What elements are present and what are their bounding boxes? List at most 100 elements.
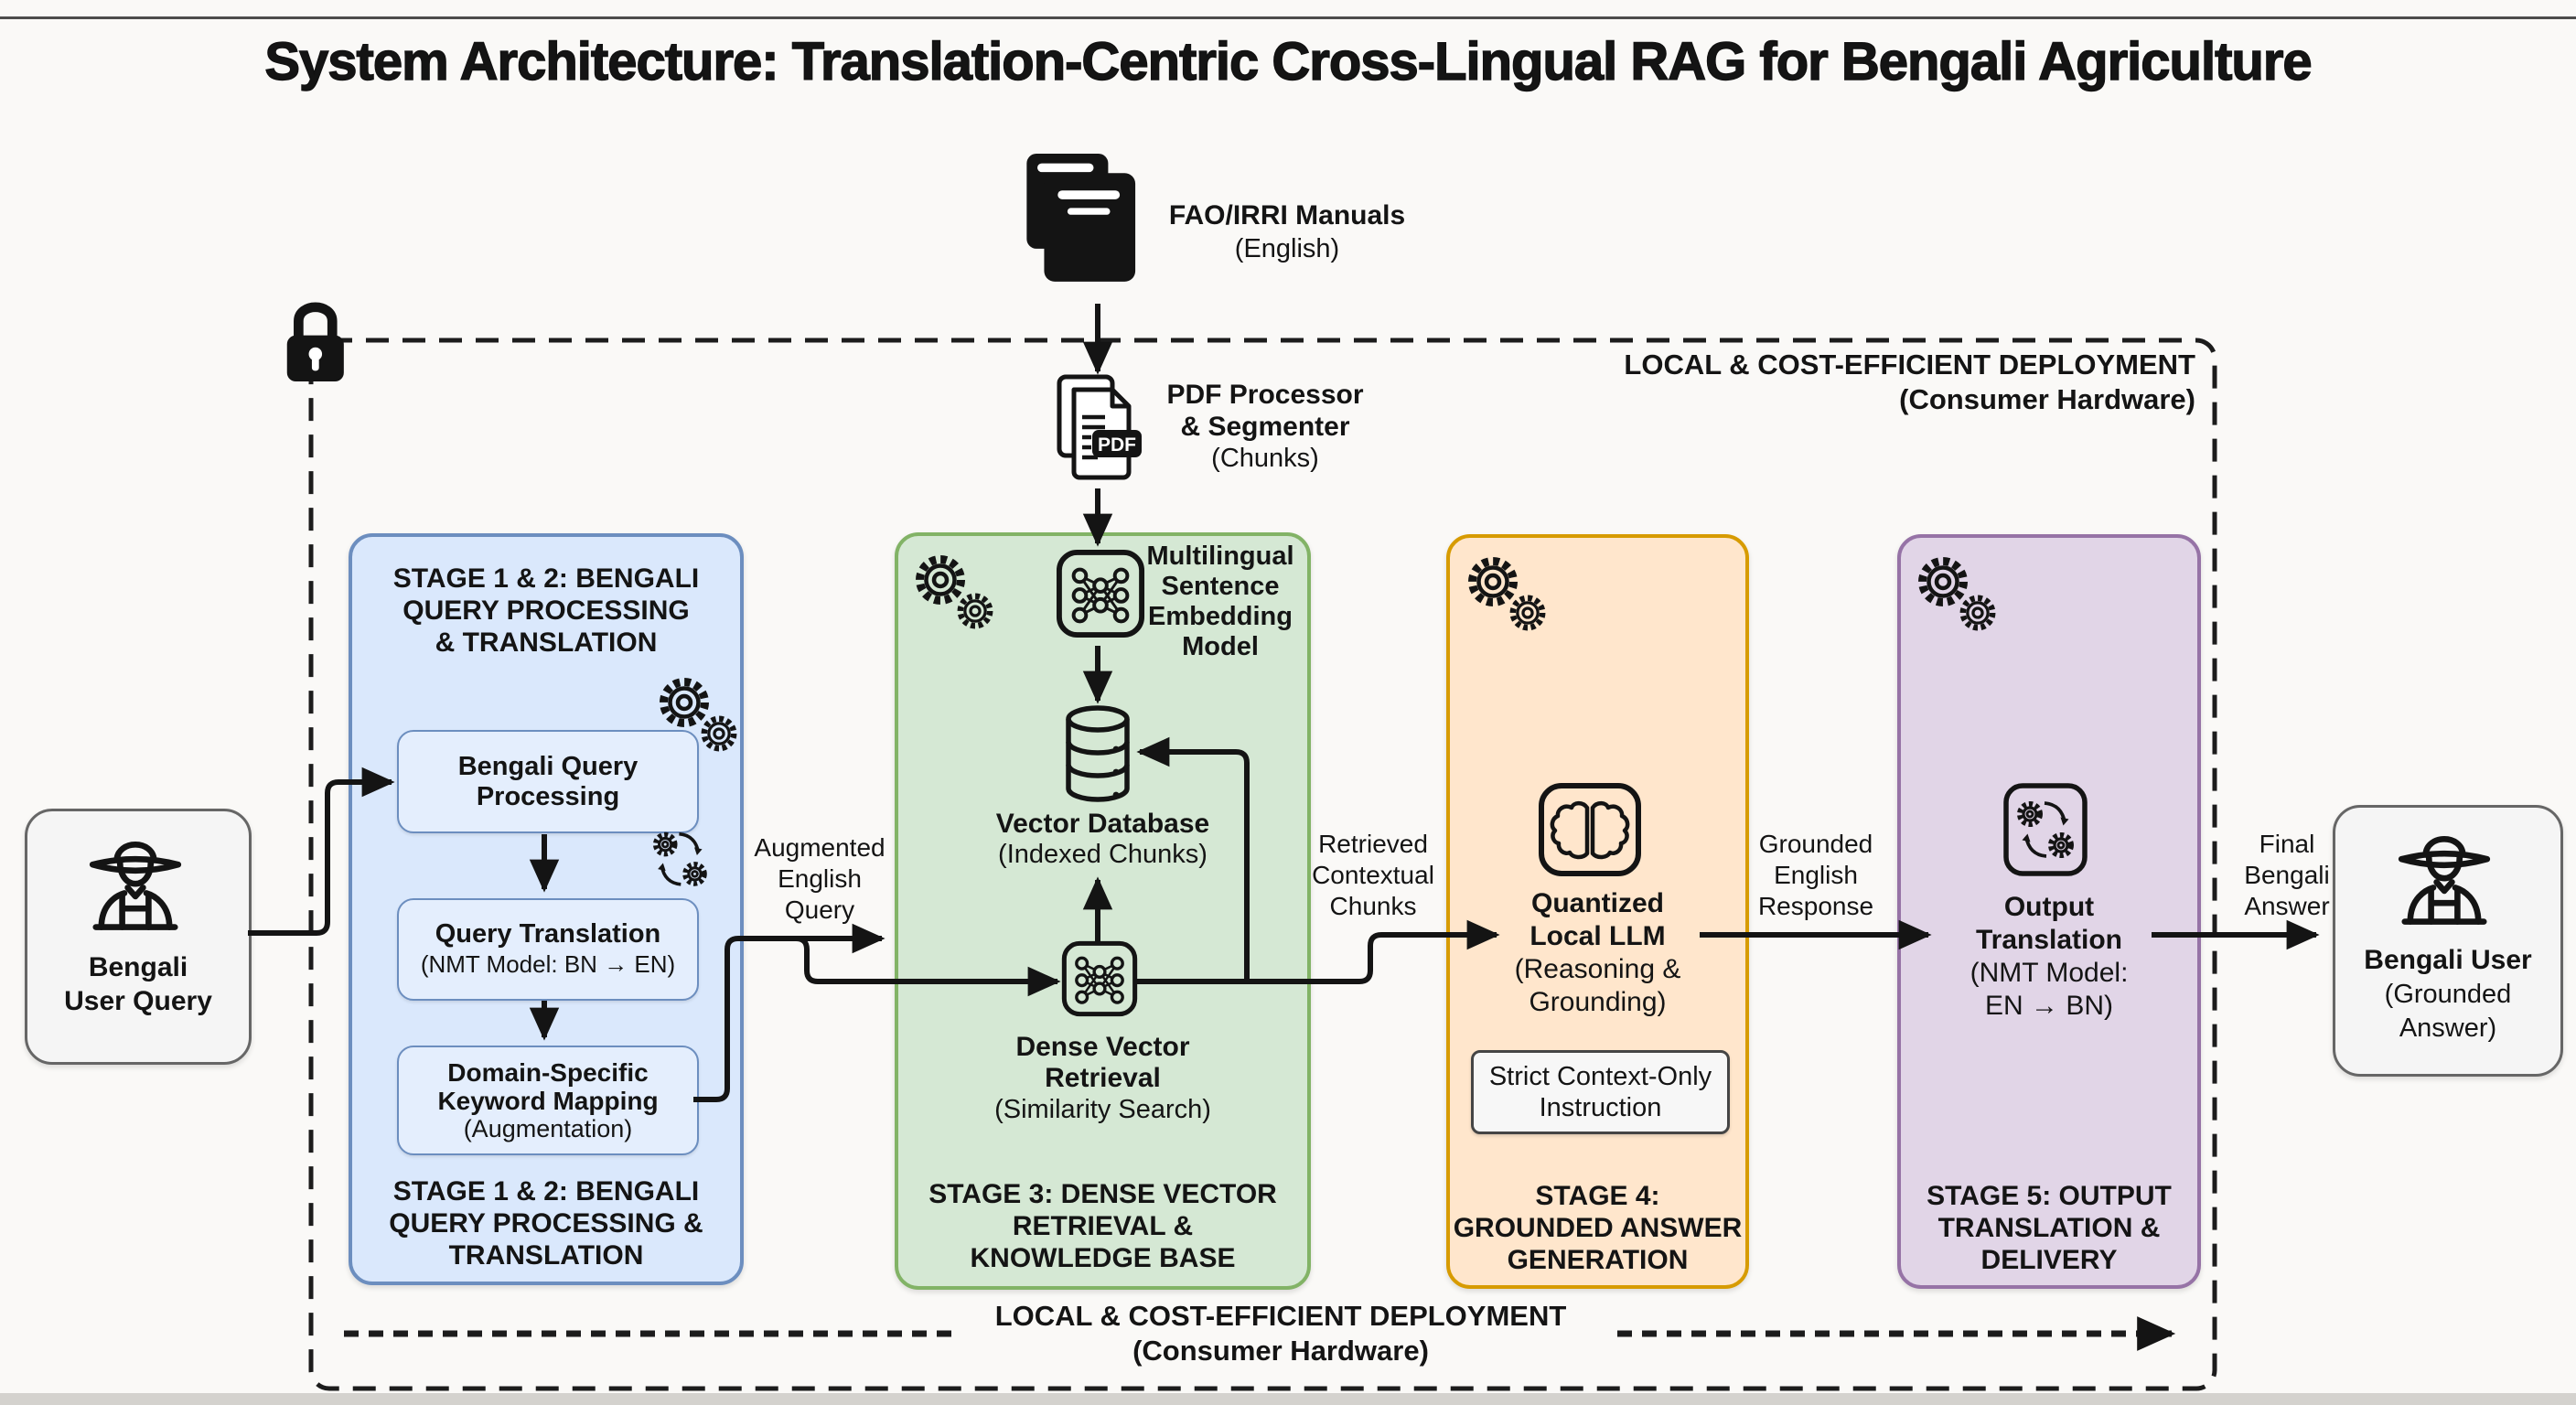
llm-line1: Quantized xyxy=(1530,888,1664,918)
translation-line1: Output xyxy=(2003,892,2095,922)
translation-line2: Translation xyxy=(1975,925,2123,955)
lock-icon xyxy=(287,307,344,381)
stage-1-2-header-line1: STAGE 1 & 2: BENGALI xyxy=(392,563,700,594)
deployment-bottom-line2: (Consumer Hardware) xyxy=(1132,1335,1429,1367)
translation-label: Output Translation (NMT Model: EN → BN) xyxy=(1901,891,2197,1023)
stage-1-2-header-line3: & TRANSLATION xyxy=(435,627,658,658)
actor-input-label: Bengali User Query xyxy=(27,950,249,1018)
page-title: System Architecture: Translation-Centric… xyxy=(264,31,2313,91)
augmented-line2: English xyxy=(778,864,862,893)
stage-3-box: Multilingual Sentence Embedding Model Ve… xyxy=(895,532,1311,1290)
llm-line4: Grounding) xyxy=(1529,987,1667,1017)
stage-3-footer-line3: KNOWLEDGE BASE xyxy=(970,1243,1236,1273)
qt-line2: (NMT Model: BN → EN) xyxy=(420,950,676,978)
stage-1-2-footer-line2: QUERY PROCESSING & xyxy=(389,1208,703,1239)
manuals-subtitle: (English) xyxy=(1234,234,1340,263)
instruction-line2: Instruction xyxy=(1539,1093,1662,1122)
deployment-bottom-line1: LOCAL & COST-EFFICIENT DEPLOYMENT xyxy=(994,1300,1567,1332)
final-line2: Bengali xyxy=(2244,861,2330,889)
stage-1-2-header-line2: QUERY PROCESSING xyxy=(402,595,690,626)
deployment-label-top: LOCAL & COST-EFFICIENT DEPLOYMENT (Consu… xyxy=(1464,348,2195,417)
stage-5-footer: STAGE 5: OUTPUT TRANSLATION & DELIVERY xyxy=(1901,1180,2197,1276)
node-query-translation: Query Translation (NMT Model: BN → EN) xyxy=(397,898,699,1001)
llm-label: Quantized Local LLM (Reasoning & Groundi… xyxy=(1450,887,1745,1019)
embedding-line4: Model xyxy=(1182,632,1259,661)
actor-input-line2: User Query xyxy=(64,986,212,1016)
actor-output-box: Bengali User (Grounded Answer) xyxy=(2333,805,2563,1077)
stage-5-footer-line2: TRANSLATION & xyxy=(1937,1213,2161,1243)
deployment-label-bottom: LOCAL & COST-EFFICIENT DEPLOYMENT (Consu… xyxy=(961,1299,1601,1368)
augmented-line3: Query xyxy=(784,896,855,924)
instruction-box: Strict Context-Only Instruction xyxy=(1471,1050,1730,1134)
actor-output-line3: Answer) xyxy=(2399,1014,2497,1043)
stage-4-footer: STAGE 4: GROUNDED ANSWER GENERATION xyxy=(1450,1180,1745,1276)
stage-3-footer: STAGE 3: DENSE VECTOR RETRIEVAL & KNOWLE… xyxy=(898,1178,1307,1274)
qt-line1: Query Translation xyxy=(435,919,661,949)
embedding-line1: Multilingual xyxy=(1146,542,1294,571)
grounded-line1: Grounded xyxy=(1758,830,1873,858)
actor-input-line1: Bengali xyxy=(88,952,188,982)
stage-1-2-footer-line3: TRANSLATION xyxy=(448,1240,644,1271)
stage-5-box: Output Translation (NMT Model: EN → BN) … xyxy=(1897,534,2201,1289)
node-domain-keyword-mapping: Domain-Specific Keyword Mapping (Augment… xyxy=(397,1046,699,1155)
manuals-title: FAO/IRRI Manuals xyxy=(1168,200,1406,231)
translation-line3: (NMT Model: xyxy=(1970,958,2129,988)
edge-label-retrieved-chunks: Retrieved Contextual Chunks xyxy=(1300,829,1446,922)
retrieval-label: Dense Vector Retrieval (Similarity Searc… xyxy=(898,1032,1307,1125)
stage-4-footer-line1: STAGE 4: xyxy=(1535,1181,1660,1211)
actor-output-line2: (Grounded xyxy=(2384,980,2512,1009)
stage-5-footer-line1: STAGE 5: OUTPUT xyxy=(1927,1181,2172,1211)
stage-3-footer-line1: STAGE 3: DENSE VECTOR xyxy=(928,1179,1277,1209)
retrieval-line3: (Similarity Search) xyxy=(994,1095,1211,1124)
pdf-processor-label: PDF Processor & Segmenter (Chunks) xyxy=(1151,379,1379,475)
edge-label-grounded-response: Grounded English Response xyxy=(1743,829,1889,922)
retrieved-line2: Contextual xyxy=(1312,861,1434,889)
actor-input-box: Bengali User Query xyxy=(25,809,252,1065)
grounded-line2: English xyxy=(1774,861,1858,889)
llm-line3: (Reasoning & xyxy=(1514,954,1681,984)
vectordb-line1: Vector Database xyxy=(995,809,1210,839)
stage-5-footer-line3: DELIVERY xyxy=(1980,1245,2118,1275)
pdf-label-subtitle: (Chunks) xyxy=(1211,444,1319,473)
embedding-model-label: Multilingual Sentence Embedding Model xyxy=(1138,542,1303,662)
deployment-top-line1: LOCAL & COST-EFFICIENT DEPLOYMENT xyxy=(1624,349,2195,381)
grounded-line3: Response xyxy=(1757,892,1874,920)
manuals-label: FAO/IRRI Manuals (English) xyxy=(1154,199,1420,265)
edge-label-final-answer: Final Bengali Answer xyxy=(2214,829,2360,922)
stage-1-2-box: STAGE 1 & 2: BENGALI QUERY PROCESSING & … xyxy=(349,533,744,1285)
retrieved-line1: Retrieved xyxy=(1318,830,1428,858)
actor-output-label: Bengali User (Grounded Answer) xyxy=(2335,943,2560,1046)
stage-1-2-header: STAGE 1 & 2: BENGALI QUERY PROCESSING & … xyxy=(352,563,740,659)
bottom-gray-strip xyxy=(0,1393,2576,1405)
augmented-line1: Augmented xyxy=(754,833,886,862)
dskm-line1: Domain-Specific xyxy=(447,1057,649,1087)
bqp-line2: Processing xyxy=(476,781,620,811)
bqp-line1: Bengali Query xyxy=(457,751,639,781)
embedding-line3: Embedding xyxy=(1148,602,1293,631)
final-line3: Answer xyxy=(2244,892,2330,920)
vector-database-label: Vector Database (Indexed Chunks) xyxy=(898,809,1307,870)
stage-4-footer-line2: GROUNDED ANSWER xyxy=(1453,1213,1743,1243)
retrieval-line2: Retrieval xyxy=(1045,1063,1161,1093)
translation-line4: EN → BN) xyxy=(1984,991,2113,1021)
actor-output-line1: Bengali User xyxy=(2364,945,2532,975)
embedding-line2: Sentence xyxy=(1161,572,1280,601)
stage-3-footer-line2: RETRIEVAL & xyxy=(1012,1211,1194,1241)
vectordb-line2: (Indexed Chunks) xyxy=(998,840,1208,869)
pdf-label-line2: & Segmenter xyxy=(1180,412,1350,442)
deployment-top-line2: (Consumer Hardware) xyxy=(1899,383,2195,415)
stage-1-2-footer-line1: STAGE 1 & 2: BENGALI xyxy=(392,1176,700,1207)
dskm-line3: (Augmentation) xyxy=(463,1114,633,1142)
llm-line2: Local LLM xyxy=(1530,921,1666,951)
pdf-label-line1: PDF Processor xyxy=(1166,380,1364,410)
edge-label-augmented-query: Augmented English Query xyxy=(742,832,897,926)
stage-1-2-footer: STAGE 1 & 2: BENGALI QUERY PROCESSING & … xyxy=(352,1175,740,1271)
node-bengali-query-processing: Bengali Query Processing xyxy=(397,730,699,833)
books-icon xyxy=(1026,154,1136,282)
stage-4-box: Quantized Local LLM (Reasoning & Groundi… xyxy=(1446,534,1749,1289)
dskm-line2: Keyword Mapping xyxy=(437,1086,659,1115)
scan-artifact-line xyxy=(0,16,2576,19)
retrieval-line1: Dense Vector xyxy=(1015,1032,1190,1062)
final-line1: Final xyxy=(2259,830,2315,858)
